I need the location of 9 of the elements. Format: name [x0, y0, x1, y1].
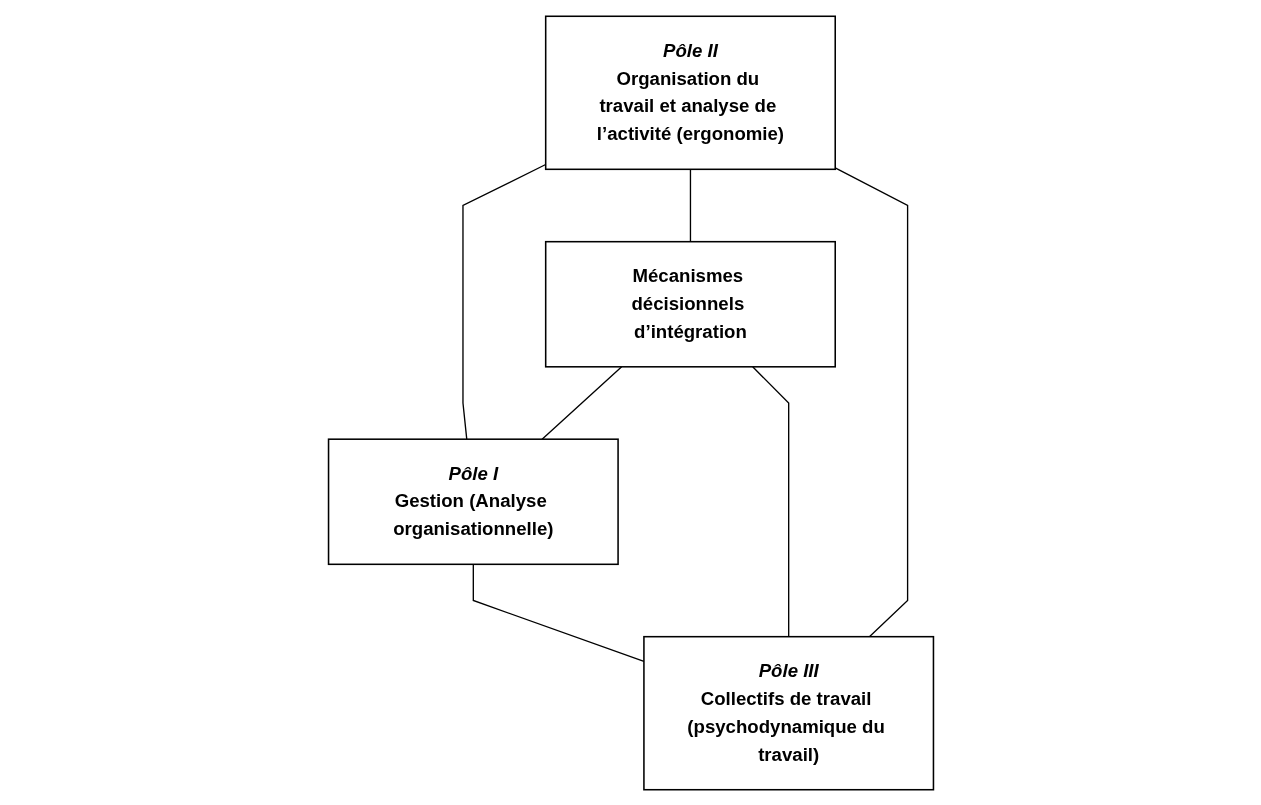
- connector: [834, 166, 908, 637]
- connector: [461, 163, 546, 440]
- connector: [540, 365, 622, 440]
- node-box: Mécanismes décisionnels d’intégration: [544, 240, 836, 368]
- connector: [751, 365, 789, 637]
- node-box: Pôle I Gestion (Analyse organisationnelle): [327, 437, 619, 565]
- node-box: Pôle III Collectifs de travail (psychodynamique du travail): [642, 635, 934, 790]
- connector: [689, 168, 691, 242]
- node-box: Pôle II Organisation du travail et analyse de l’activité (ergonomie): [544, 15, 836, 170]
